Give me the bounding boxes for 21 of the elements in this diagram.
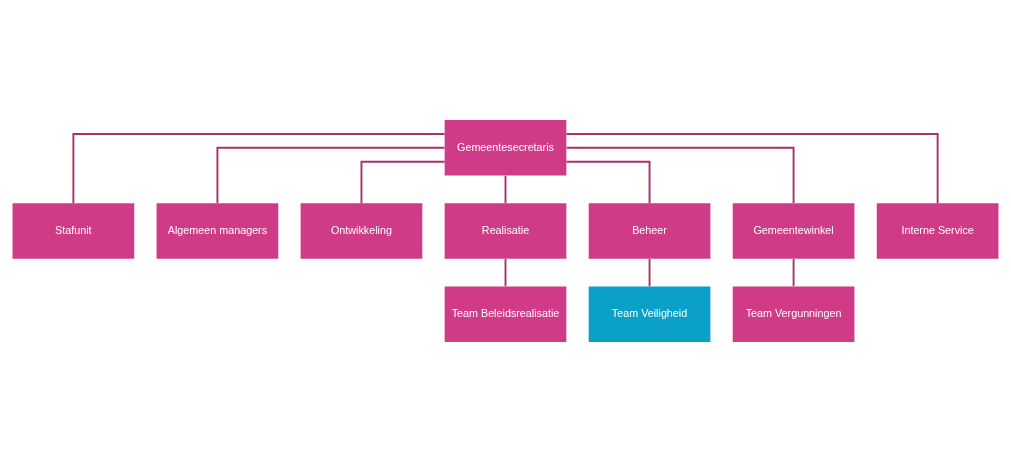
connector <box>504 174 507 204</box>
node-box: Interne Service <box>876 203 999 259</box>
node-box: Realisatie <box>444 203 567 259</box>
node-box: Gemeentesecretaris <box>444 120 567 176</box>
connector <box>72 133 446 205</box>
connector <box>565 160 651 205</box>
node-box: Beheer <box>588 203 711 259</box>
node-box: Team Veiligheid <box>588 286 711 342</box>
connector <box>360 160 446 205</box>
connector <box>792 257 795 288</box>
node-box: Gemeentewinkel <box>732 203 855 259</box>
connector <box>648 257 651 288</box>
connector <box>565 146 795 205</box>
node-box: Algemeen managers <box>156 203 279 259</box>
connector <box>565 133 939 205</box>
node-box: Team Beleidsrealisatie <box>444 286 567 342</box>
node-box: Team Vergunningen <box>732 286 855 342</box>
node-box: Ontwikkeling <box>300 203 423 259</box>
connector <box>216 146 446 205</box>
connector <box>504 257 507 288</box>
node-box: Stafunit <box>12 203 135 259</box>
